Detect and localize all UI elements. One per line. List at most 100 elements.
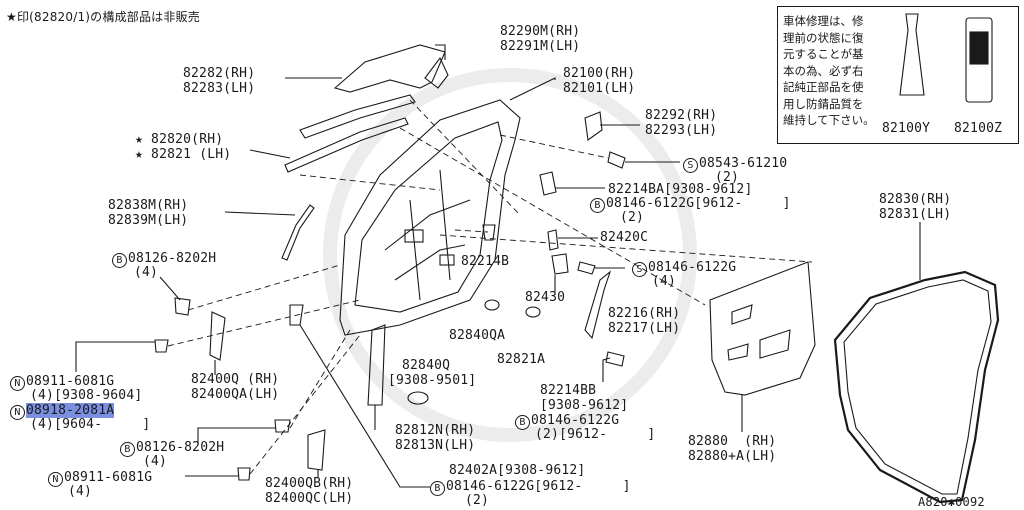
part-82214BB: 82214BB[9308-9612] [540, 383, 629, 413]
clip-ba [539, 171, 557, 196]
cap-qa [484, 299, 500, 311]
bolt-lower [274, 419, 291, 433]
part-82821A: 82821A [497, 352, 546, 367]
leader-08146c [299, 324, 430, 488]
part-82100Y: 82100Y [882, 121, 931, 136]
clip-g [577, 261, 596, 275]
sash-channel [367, 324, 386, 406]
n-symbol-icon: N [10, 376, 25, 391]
part-82214B: 82214B [461, 254, 510, 269]
sash-molding [281, 204, 315, 261]
b-symbol-icon: B [112, 253, 127, 268]
regulator-bracket [547, 229, 559, 251]
part-08146-g-qty: (4) [652, 274, 677, 289]
b-symbol-icon: B [590, 198, 605, 213]
door-ribs [384, 169, 471, 301]
b-symbol-icon: B [120, 442, 135, 457]
part-82838: 82838M(RH)82839M(LH) [108, 198, 189, 228]
door-weatherstrip-inner [843, 279, 992, 495]
trim-pull-hole [727, 343, 749, 361]
leader-82100 [509, 77, 556, 101]
part-82840Q: 82840Q[9308-9501] [388, 358, 477, 388]
part-08126-a-qty: (4) [134, 265, 159, 280]
sealant-tube-icon [899, 13, 925, 96]
repair-note-box: 車体修理は、修 理前の状態に復 元することが基 本の為、必ず右 記純正部品を使 … [777, 6, 1019, 144]
repair-note-line: 維持して下さい。 [783, 113, 875, 127]
dash-3 [299, 174, 441, 191]
door-hole [404, 229, 424, 243]
s-symbol-icon: S [683, 158, 698, 173]
part-08911-b-qty: (4) [68, 484, 93, 499]
hinge-upper [209, 311, 226, 361]
part-08543-qty: (2) [715, 170, 740, 185]
door-shell [339, 99, 521, 336]
door-inner [354, 121, 503, 313]
part-08911-a-qty: (4)[9308-9604] [30, 388, 143, 403]
dash-4 [187, 264, 341, 311]
corner-piece [584, 111, 603, 141]
s-symbol-icon: S [632, 262, 647, 277]
door-trim [709, 261, 816, 396]
spray-can-label [969, 31, 989, 65]
leader-08126a [159, 276, 181, 301]
door-weatherstrip [833, 270, 1000, 504]
part-82812N: 82812N(RH)82813N(LH) [395, 423, 476, 453]
part-82214BA: 82214BA[9308-9612] [608, 182, 753, 197]
part-82292: 82292(RH)82293(LH) [645, 108, 718, 138]
dash-9 [499, 134, 609, 159]
part-08126-b-qty: (4) [143, 454, 168, 469]
repair-note-text: 車体修理は、修 理前の状態に復 元することが基 本の為、必ず右 記純正部品を使 … [783, 13, 893, 129]
leader-82214BB [602, 357, 611, 382]
part-82400Q: 82400Q (RH)82400QA(LH) [191, 372, 280, 402]
bolt-upper [174, 297, 191, 316]
part-82100Z: 82100Z [954, 121, 1003, 136]
repair-note-line: 用し防錆品質を [783, 96, 864, 111]
sash-corner [424, 56, 449, 89]
cap-a [525, 306, 541, 318]
part-82420C: 82420C [600, 230, 649, 245]
part-82820: ★ 82820(RH)★ 82821 (LH) [135, 132, 232, 162]
diagram-reference-code: A820✱0092 [918, 495, 985, 509]
part-08918-qty: (4)[9604- ] [30, 417, 151, 432]
rear-sash [584, 270, 612, 340]
part-82402A: 82402A[9308-9612] [449, 463, 586, 478]
belt-molding [284, 117, 409, 173]
cap-q [407, 391, 429, 405]
dash-1 [409, 99, 521, 216]
repair-note-line: 元することが基 [783, 47, 864, 61]
part-82100: 82100(RH)82101(LH) [563, 66, 636, 96]
part-82400QB: 82400QB(RH)82400QC(LH) [265, 476, 354, 506]
leader-08126b [197, 427, 275, 445]
repair-note-line: 理前の状態に復 [783, 30, 864, 45]
part-82282: 82282(RH)82283(LH) [183, 66, 256, 96]
part-82430: 82430 [525, 290, 566, 305]
part-82830: 82830(RH)82831(LH) [879, 192, 952, 222]
clip-s [607, 151, 626, 169]
dash-6 [289, 329, 351, 429]
nut-lower [237, 467, 251, 481]
part-82840QA: 82840QA [449, 328, 506, 343]
repair-note-line: 記純正部品を使 [783, 80, 864, 94]
header-note: ★印(82820/1)の構成部品は非販売 [6, 10, 200, 24]
part-82290M: 82290M(RH)82291M(LH) [500, 24, 581, 54]
part-82216: 82216(RH)82217(LH) [608, 306, 681, 336]
part-08146-b-qty: (2)[9612- ] [535, 427, 656, 442]
door-hole-2 [439, 254, 455, 266]
weatherstrip-outer [299, 94, 416, 139]
clip-b [482, 224, 496, 241]
nut-upper [154, 339, 169, 353]
b-symbol-icon: B [430, 481, 445, 496]
dash-8 [439, 234, 813, 263]
clip-bb [605, 351, 625, 367]
highlighted-part-number: 08918-2081A [26, 403, 115, 418]
